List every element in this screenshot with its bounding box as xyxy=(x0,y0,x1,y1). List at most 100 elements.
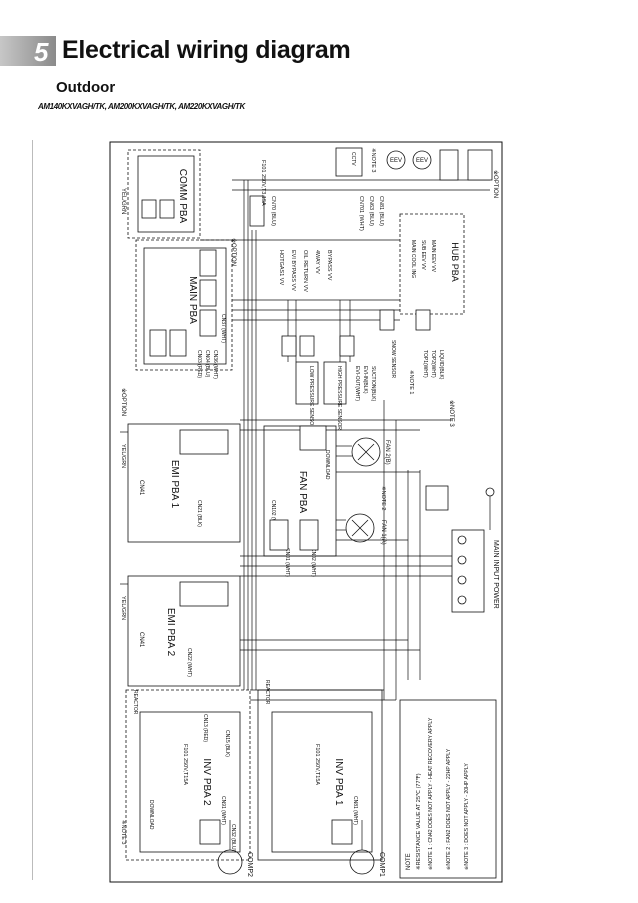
conn-block-1 xyxy=(281,335,297,357)
snow-sensor-label: SNOW SENSOR xyxy=(390,340,396,378)
main-pba-inner xyxy=(143,247,227,365)
terminal-t xyxy=(457,575,467,585)
comp-2-symbol xyxy=(217,849,243,875)
comm-pba-box xyxy=(127,149,201,239)
fan-1-symbol xyxy=(345,513,375,543)
cn02-label: CN02 (WHT) xyxy=(310,548,316,577)
conn-block-7 xyxy=(269,519,289,551)
cn81-label: CN81 (WHT) xyxy=(352,796,358,825)
4way-vv-label: 4WAY VV xyxy=(314,250,320,274)
evi-in-label: EVI-IN(BLK) xyxy=(362,366,368,394)
cn70-label: CN70 (BLU) xyxy=(270,196,276,226)
high-pressure-sensor-box xyxy=(323,361,347,405)
fan-2-blade-b xyxy=(357,443,375,461)
inv-pba-2-inner xyxy=(139,711,241,853)
main-input-power-label: MAIN INPUT POWER xyxy=(492,540,499,609)
inv2-download-label: DOWNLOAD xyxy=(148,800,154,830)
oil-return-vv-label: OIL RETURN VV xyxy=(302,250,308,292)
model-list: AM140KXVAGH/TK, AM200KXVAGH/TK, AM220KXV… xyxy=(38,102,245,111)
inv2-fuse-label: F101 250V,T15A xyxy=(182,744,188,785)
section-badge xyxy=(0,36,56,66)
main-connector-2 xyxy=(169,329,187,357)
terminal-s xyxy=(457,555,467,565)
power-terminal-block xyxy=(451,529,485,613)
hub-pba-box xyxy=(399,213,465,315)
main-connector-5 xyxy=(199,309,217,337)
note3-inv2-label: ※NOTE 3 xyxy=(120,820,127,844)
cn15-label: CN15 (BLK) xyxy=(224,730,230,757)
fan-1-blade-b xyxy=(351,519,369,537)
eev-2-symbol xyxy=(412,150,432,170)
conn-block-2 xyxy=(299,335,315,357)
page-subtitle: Outdoor xyxy=(56,79,116,96)
section-number: 5 xyxy=(34,37,49,67)
cn01-label: CN01 (WHT) xyxy=(284,548,290,577)
high-pressure-sensor-label: HIGH PRESSURE SENSOR xyxy=(336,366,342,430)
cn102-label: CN102 (WHT) xyxy=(270,500,276,532)
comp-1-label: COMP1 xyxy=(378,852,385,877)
main-input-power-group: MAIN INPUT POWER xyxy=(425,485,499,613)
eev-1-symbol xyxy=(386,150,406,170)
cn63-label: CN63 (BLU) xyxy=(368,196,374,226)
comm-pba-label: COMM PBA xyxy=(177,169,188,224)
emi-pba-2-label: EMI PBA 2 xyxy=(165,608,176,657)
notes-line-3: ※NOTE 3 : DOES NOT APPLY - 20HP APPLY xyxy=(464,763,470,870)
conn-block-6 xyxy=(299,425,327,451)
inv-pba-1-label: INV PBA 1 xyxy=(333,758,344,806)
fuse-main-label: F101 250V,T3.15A xyxy=(260,160,266,206)
cn21-label: CN21 (BLK) xyxy=(196,500,202,527)
option-label-top: ※OPTION xyxy=(230,238,237,266)
inv1-fuse-label: F101 250V,T15A xyxy=(314,744,320,785)
cn32-label: CN32 (BLU) xyxy=(230,824,236,852)
fan-pba-group: FAN PBA DOWNLOAD CN102 (WHT) CN01 (WHT) … xyxy=(263,425,390,577)
fan-2-symbol xyxy=(351,437,381,467)
main-pba-box xyxy=(135,239,233,371)
emi-pba-2-box xyxy=(127,575,241,687)
conn-block-8 xyxy=(299,519,319,551)
yel-grn-emi2-label: YEL/GRN xyxy=(120,596,126,620)
cn81b-label: CN81 (BLU) xyxy=(378,196,384,226)
cn03-label: CN03 (RED) xyxy=(196,350,202,378)
comm-connector-1 xyxy=(141,199,157,219)
evi-bypass-vv-label: EVI BYPASS VV xyxy=(290,250,296,291)
note2-fan-label: ※NOTE 2 xyxy=(380,486,387,510)
sub-eev-label: SUB EEV VV xyxy=(420,240,426,270)
option-label-mid: ※OPTION xyxy=(120,388,127,416)
notes-heading: NOTE xyxy=(406,853,412,870)
inv-pba-1-inner xyxy=(271,711,373,853)
emi2-terminal-block xyxy=(179,581,229,607)
yel-grn-emi1-label: YEL/GRN xyxy=(120,444,126,468)
inv-pba-2-label: INV PBA 2 xyxy=(201,758,212,806)
conn-block-10 xyxy=(331,819,353,845)
conn-block-3 xyxy=(339,335,355,357)
page-title: Electrical wiring diagram xyxy=(62,36,351,64)
cn04-label: CN04 (BLU) xyxy=(204,350,210,378)
wire-harness xyxy=(120,179,491,850)
valve-column: F101 250V,T3.15A CN70 (BLU) CN701 (WHT) … xyxy=(249,147,499,427)
emi-pba-2-group: EMI PBA 2 CN41 CN22 (WHT) YEL/GRN xyxy=(120,575,241,687)
emi-pba-1-label: EMI PBA 1 xyxy=(169,460,180,509)
conn-block-9 xyxy=(199,819,221,845)
breaker-box xyxy=(425,485,449,511)
top1-label: TOP1(WHT) xyxy=(422,350,428,378)
top2-label: TOP2(WHT) xyxy=(430,350,436,378)
fan-pba-label: FAN PBA xyxy=(297,471,308,514)
notes-line-2: ※NOTE 2 : FAN2 DOES NOT APPLY - 22HP APP… xyxy=(446,748,452,870)
eev-1-label: EEV xyxy=(390,158,402,164)
comp-2-label: COMP2 xyxy=(246,852,253,877)
main-connector-4 xyxy=(199,279,217,307)
page-margin-rule xyxy=(32,140,33,880)
cn91-label: CN91 (WHT) xyxy=(220,796,226,825)
comm-pba-group: COMM PBA YEL/GRN xyxy=(120,149,201,239)
main-cooling-label: MAIN COOL ING xyxy=(410,240,416,278)
hub-pba-label: HUB PBA xyxy=(450,242,460,282)
note3-top-label: ※NOTE 3 xyxy=(370,148,377,172)
comp-1-symbol xyxy=(349,849,375,875)
conn-block-11 xyxy=(467,149,493,181)
note1-mid-label: ※NOTE 1 xyxy=(408,370,415,394)
hotgas-vv-label: HOTGAS1 VV xyxy=(278,250,284,285)
main-pba-group: MAIN PBA ※OPTION ※OPTION CN37 (WHT) CN36… xyxy=(120,238,237,416)
option-right-label: ※OPTION xyxy=(492,170,499,198)
note3-right-label: ※NOTE 3 xyxy=(448,400,455,427)
